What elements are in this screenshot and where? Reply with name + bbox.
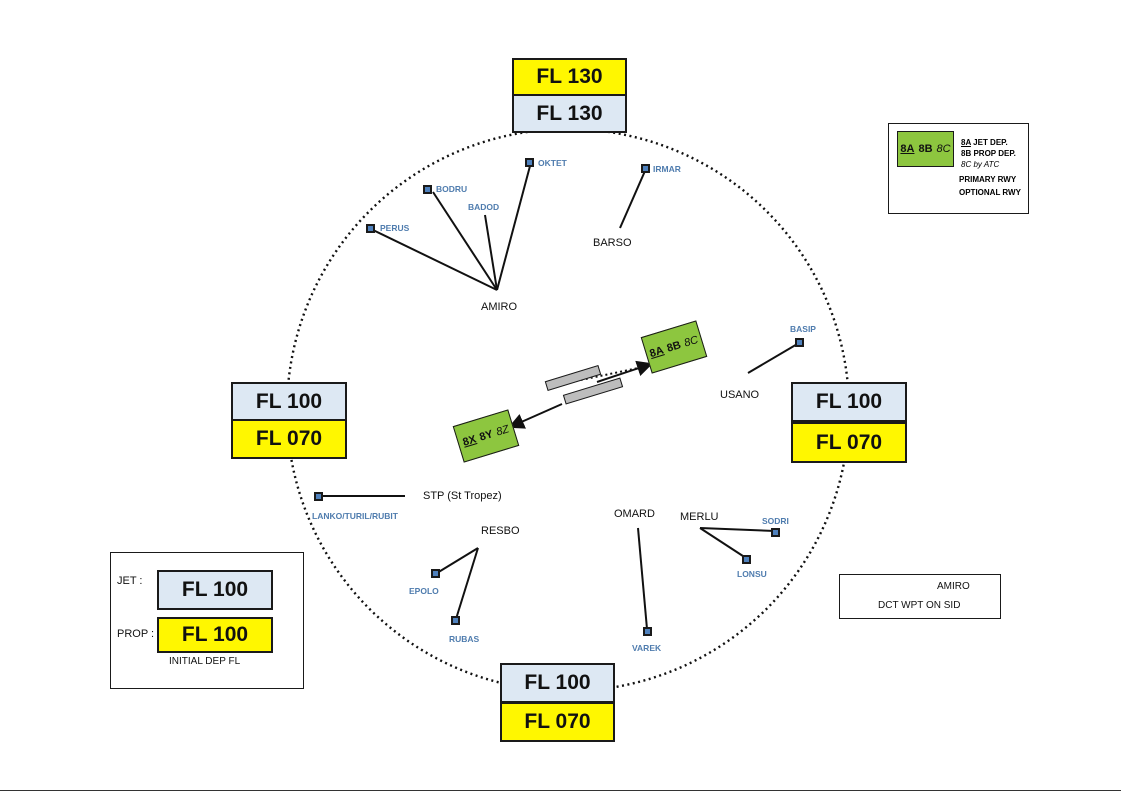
legend-runway-box: 8A 8B 8C (897, 131, 954, 167)
west-fl-jet: FL 100 (231, 382, 347, 421)
waypoint-bodru-marker (423, 185, 432, 194)
east-fl-prop: FL 070 (791, 422, 907, 463)
legend-by-atc: 8C by ATC (961, 160, 1000, 169)
waypoint-oktet-marker (525, 158, 534, 167)
waypoint-epolo-marker (431, 569, 440, 578)
legend-initial-fl: JET : FL 100 PROP : FL 100 INITIAL DEP F… (110, 552, 304, 689)
waypoint-sodri-label: SODRI (762, 516, 789, 526)
legend-dct-caption: DCT WPT ON SID (878, 600, 961, 611)
waypoint-varek-marker (643, 627, 652, 636)
usano-route (747, 342, 800, 374)
west-fl-prop: FL 070 (231, 419, 347, 459)
point-barso: BARSO (593, 237, 632, 249)
page-bottom-rule (0, 790, 1121, 791)
south-fl-prop: FL 070 (500, 702, 615, 742)
point-merlu: MERLU (680, 511, 719, 523)
waypoint-lonsu-marker (742, 555, 751, 564)
merlu-lonsu-route (699, 527, 747, 559)
rwy-8a: 8A (648, 344, 666, 361)
south-fl-jet: FL 100 (500, 663, 615, 703)
waypoint-rubas-marker (451, 616, 460, 625)
legend-8a: 8A (900, 143, 915, 155)
waypoint-basip-marker (795, 338, 804, 347)
amiro-routes (322, 165, 800, 630)
legend-8c: 8C (936, 143, 951, 155)
rwy-8z: 8Z (494, 423, 511, 439)
point-amiro: AMIRO (481, 301, 518, 313)
primary-rwy-arrow-west (508, 403, 563, 429)
omard-route (637, 527, 648, 630)
legend-8b: 8B (918, 143, 933, 155)
legend-jet-dep: 8A JET DEP. (961, 138, 1008, 147)
point-resbo: RESBO (481, 525, 520, 537)
legend-runway: 8A 8B 8C 8A JET DEP. 8B PROP DEP. 8C by … (888, 123, 1029, 214)
waypoint-perus-label: PERUS (380, 223, 410, 233)
legend-initial-caption: INITIAL DEP FL (169, 656, 241, 667)
point-omard: OMARD (614, 508, 655, 520)
rwy-8b: 8B (665, 339, 683, 355)
legend-text: 8A JET DEP. 8B PROP DEP. 8C by ATC (961, 137, 1016, 170)
legend-prop-fl: FL 100 (157, 617, 273, 653)
north-fl-prop: FL 130 (512, 94, 627, 133)
waypoint-lanko-marker (314, 492, 323, 501)
rwy-8x: 8X (461, 433, 478, 449)
merlu-sodri-route (699, 527, 776, 532)
legend-optional-rwy: OPTIONAL RWY (959, 188, 1021, 197)
waypoint-lanko-label: LANKO/TURIL/RUBIT (312, 511, 398, 521)
waypoint-lonsu-label: LONSU (737, 569, 767, 579)
resbo-rubas-route (455, 547, 479, 620)
legend-jet-label: JET : (117, 575, 143, 587)
waypoint-irmar-label: IRMAR (653, 164, 681, 174)
rwy-8c: 8C (682, 333, 700, 350)
waypoint-bodru-label: BODRU (436, 184, 468, 194)
optional-rwy-arrow-east (575, 365, 649, 382)
legend-primary-rwy: PRIMARY RWY (959, 175, 1017, 184)
legend-dct-amiro: AMIRO (937, 581, 970, 592)
waypoint-varek-label: VAREK (632, 643, 662, 653)
east-fl-jet: FL 100 (791, 382, 907, 422)
waypoint-basip-label: BASIP (790, 324, 816, 334)
tma-boundary-circle (285, 127, 851, 693)
rwy-8y: 8Y (478, 428, 495, 444)
primary-rwy-arrow-east (596, 360, 653, 383)
waypoint-perus-marker (366, 224, 375, 233)
north-fl-jet: FL 130 (512, 58, 627, 96)
waypoint-irmar-marker (641, 164, 650, 173)
waypoint-rubas-label: RUBAS (449, 634, 480, 644)
legend-jet-fl: FL 100 (157, 570, 273, 610)
waypoint-sodri-marker (771, 528, 780, 537)
waypoint-oktet-label: OKTET (538, 158, 567, 168)
waypoint-epolo-label: EPOLO (409, 586, 439, 596)
legend-prop-dep: 8B PROP DEP. (961, 149, 1016, 158)
point-stp: STP (St Tropez) (423, 490, 502, 502)
barso-route (619, 170, 646, 229)
legend-prop-label: PROP : (117, 628, 155, 640)
waypoint-badod-label: BADOD (468, 202, 500, 212)
resbo-epolo-route (436, 547, 479, 574)
legend-dct: AMIRO DCT WPT ON SID (839, 574, 1001, 619)
point-usano: USANO (720, 389, 760, 401)
